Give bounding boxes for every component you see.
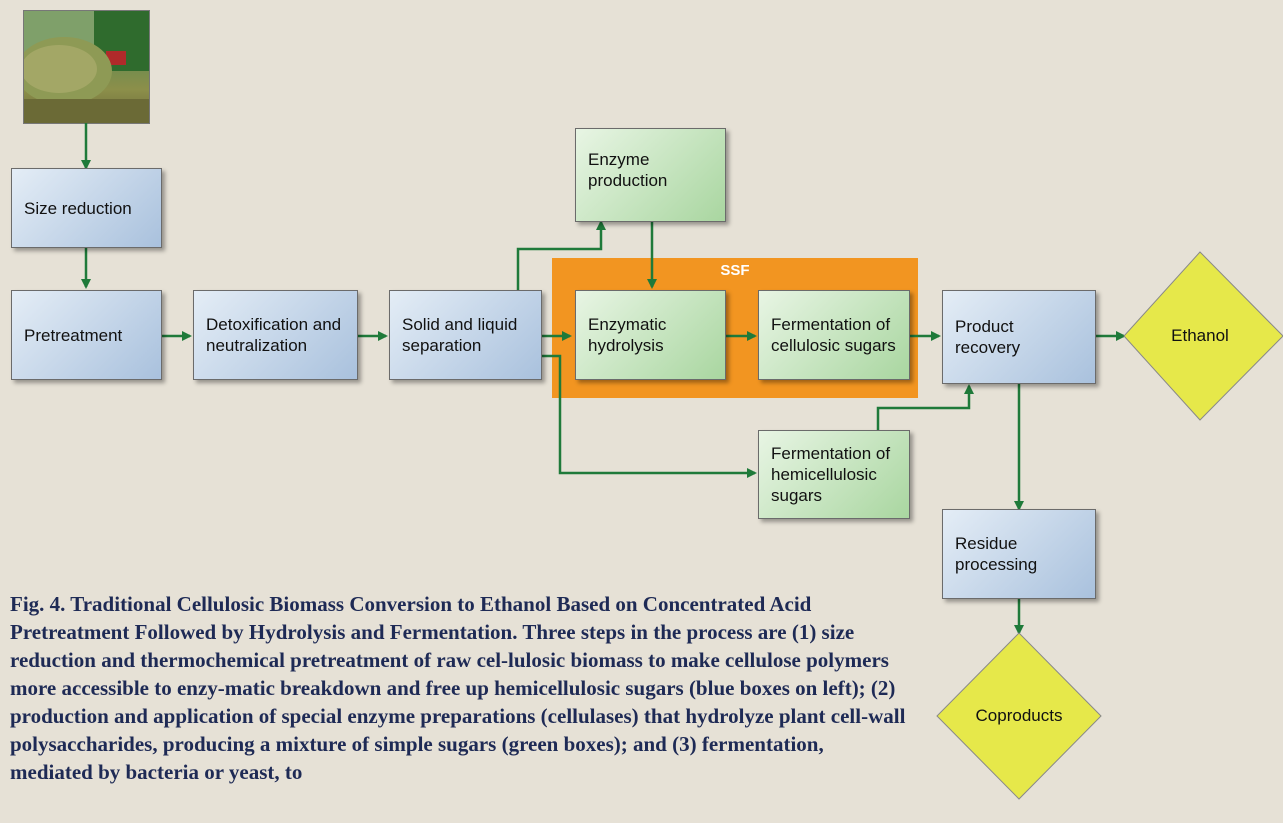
- caption-title: Fig. 4. Traditional Cellulosic Biomass C…: [10, 592, 812, 644]
- ethanol-label: Ethanol: [1171, 326, 1229, 345]
- arrow-separation-to-enzyme: [516, 220, 606, 290]
- product-recovery-box: Product recovery: [942, 290, 1096, 384]
- detoxification-box: Detoxification and neutralization: [193, 290, 358, 380]
- fermentation-cellulosic-box: Fermentation of cellulosic sugars: [758, 290, 910, 380]
- ethanol-diamond: [1123, 251, 1283, 421]
- coproducts-label: Coproducts: [975, 706, 1063, 725]
- ssf-label: SSF: [720, 262, 750, 279]
- arrow-hemicellulosic-to-recovery: [876, 384, 974, 430]
- biomass-photo-art: [24, 11, 149, 123]
- coproducts-diamond: [936, 632, 1102, 800]
- biomass-photo: [23, 10, 150, 124]
- enzymatic-hydrolysis-box: Enzymatic hydrolysis: [575, 290, 726, 380]
- residue-processing-box: Residue processing: [942, 509, 1096, 599]
- figure-caption: Fig. 4. Traditional Cellulosic Biomass C…: [10, 590, 910, 786]
- enzyme-production-box: Enzyme production: [575, 128, 726, 222]
- size-reduction-box: Size reduction: [11, 168, 162, 248]
- pretreatment-box: Pretreatment: [11, 290, 162, 380]
- fermentation-hemicellulosic-box: Fermentation of hemicellulosic sugars: [758, 430, 910, 519]
- arrow-separation-to-hemicellulosic: [542, 354, 757, 478]
- caption-body: Three steps in the process are (1) size …: [10, 620, 906, 784]
- separation-box: Solid and liquid separation: [389, 290, 542, 380]
